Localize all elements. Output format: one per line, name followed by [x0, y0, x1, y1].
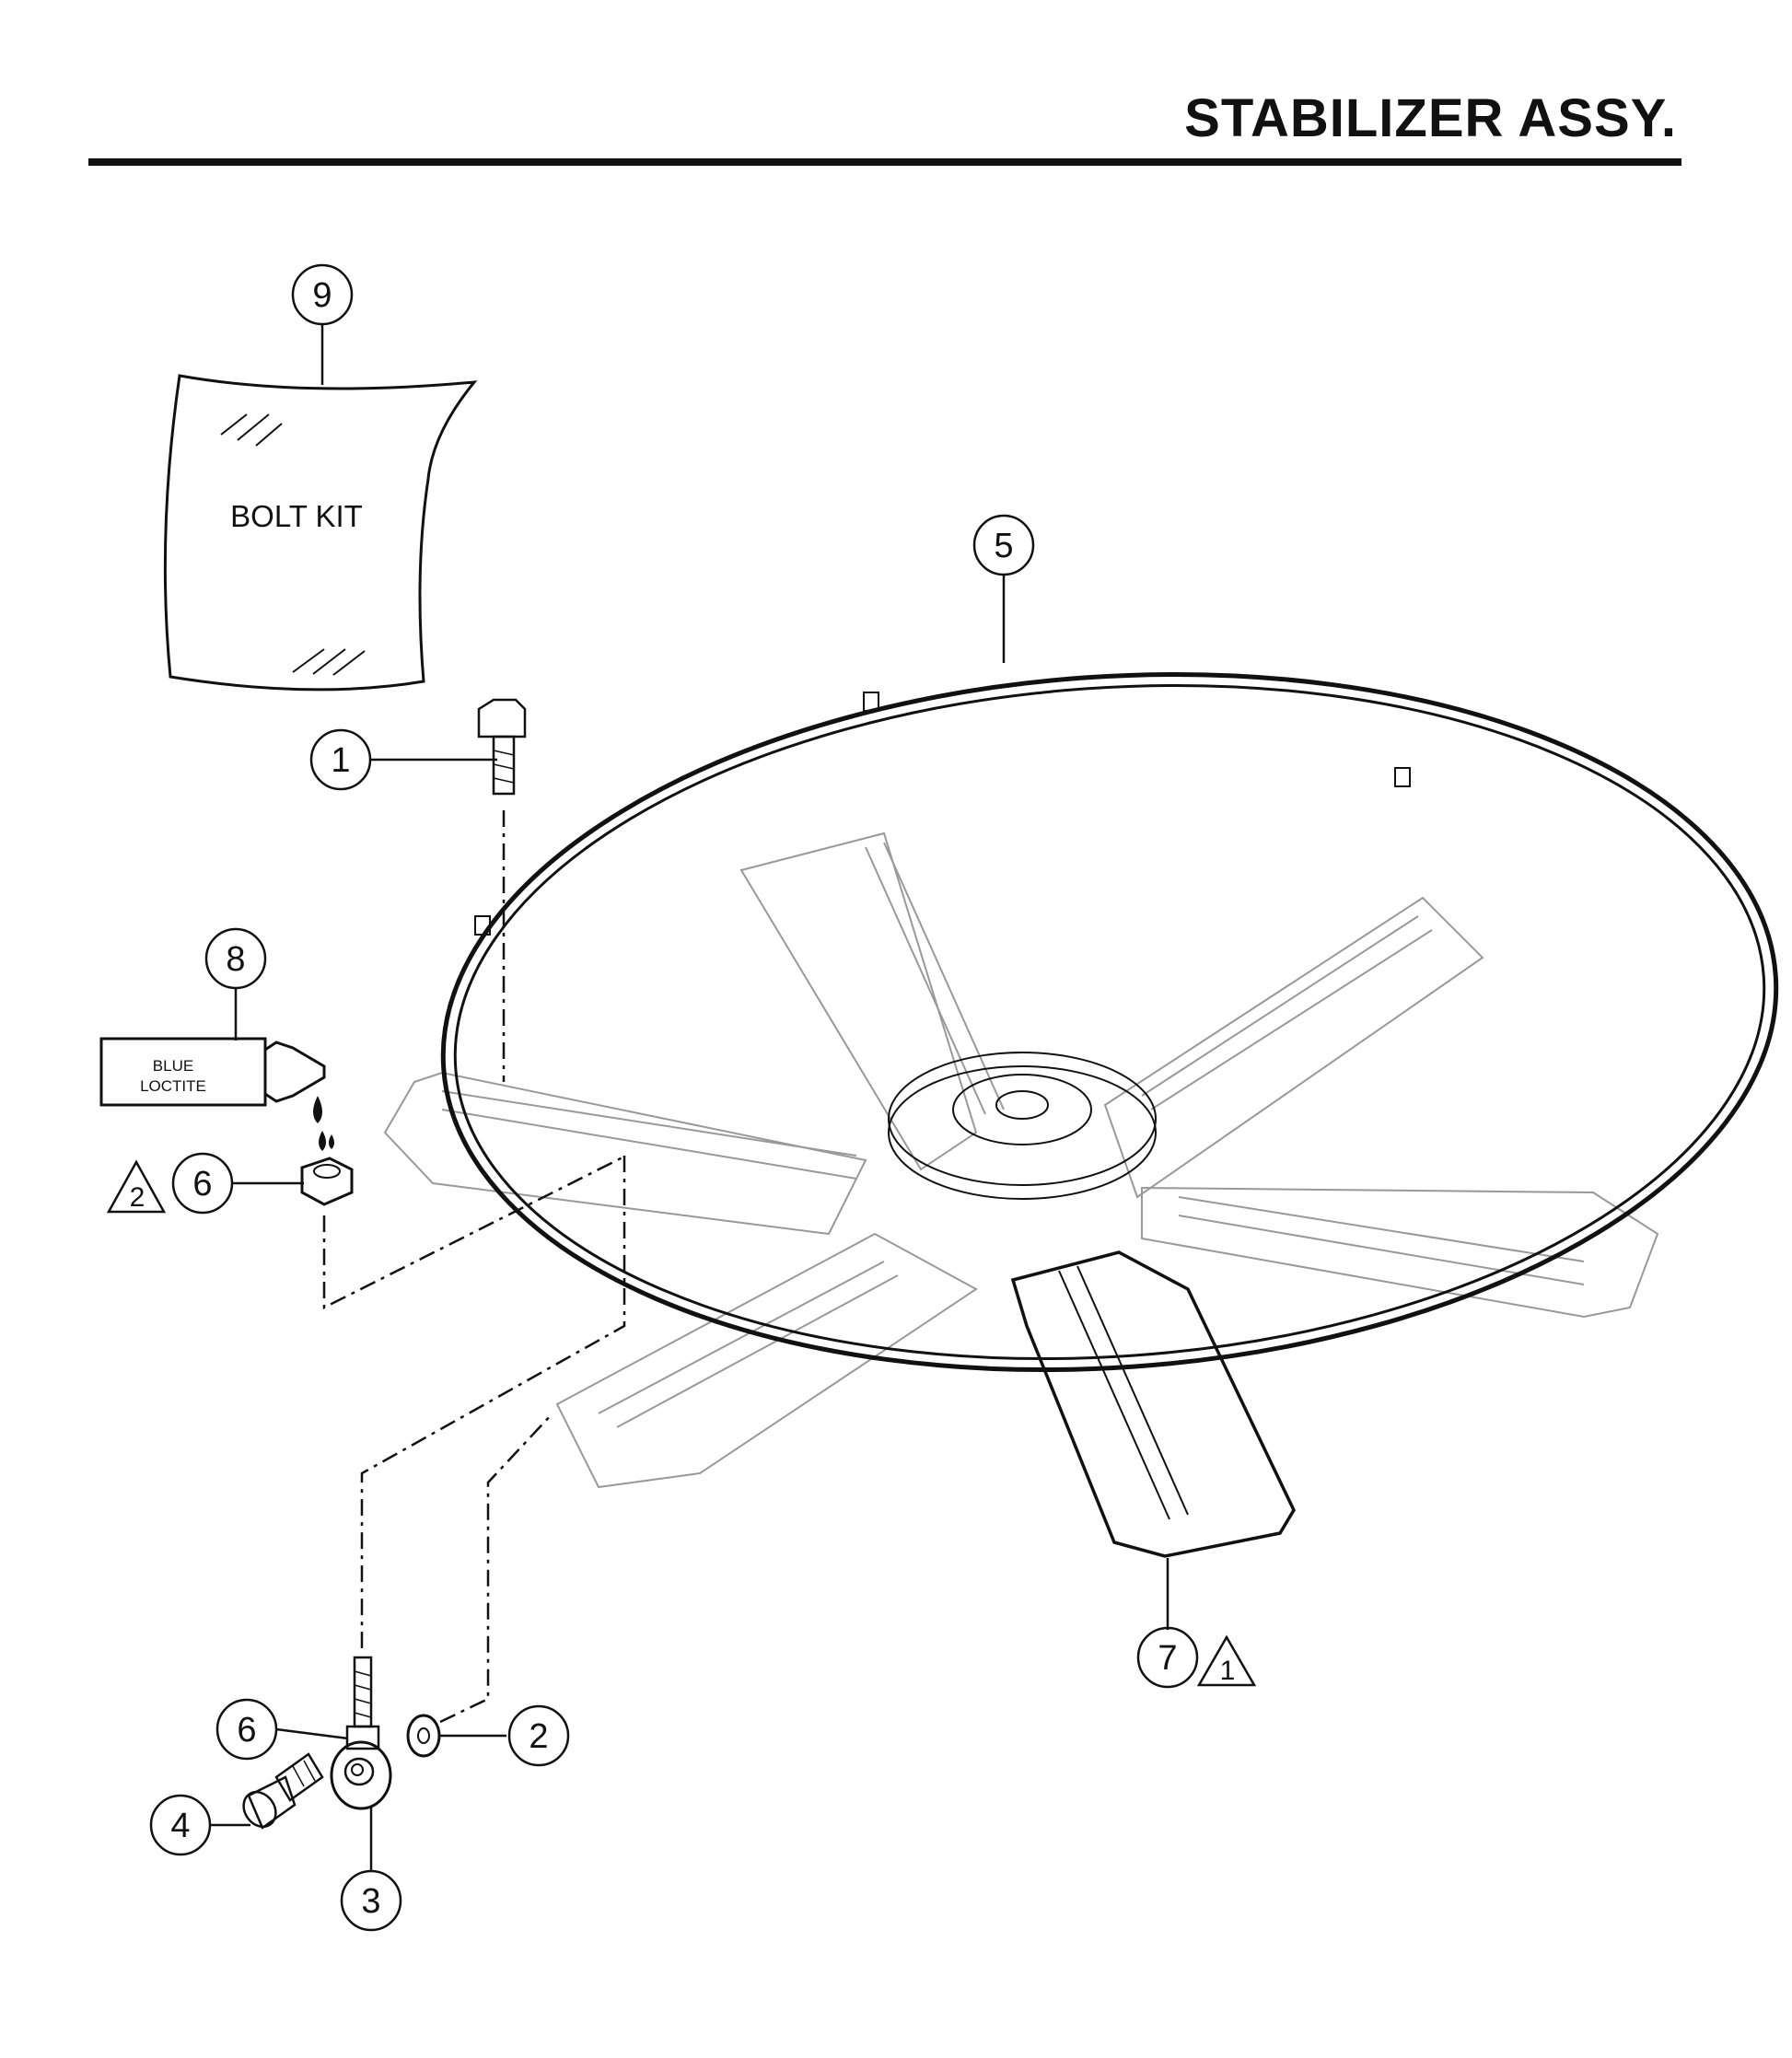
socket-head-screw	[242, 1752, 324, 1830]
washer	[406, 1714, 441, 1758]
stabilizer-blade-front-highlighted	[1010, 1250, 1296, 1558]
loctite-tube: BLUE LOCTITE	[99, 1037, 334, 1151]
bolt-kit-label: BOLT KIT	[230, 499, 363, 533]
loctite-label-line2: LOCTITE	[140, 1077, 206, 1095]
callout-6-nut: 6	[171, 1152, 234, 1215]
lock-nut	[300, 1157, 354, 1206]
callout-4-number: 4	[170, 1807, 190, 1845]
rod-end-eye	[330, 1740, 392, 1810]
callout-3-number: 3	[361, 1882, 380, 1921]
callout-2-number: 2	[529, 1717, 548, 1756]
stabilizer-blade-right	[1141, 1186, 1659, 1319]
callout-7: 7	[1136, 1626, 1199, 1689]
callout-5-number: 5	[994, 527, 1013, 565]
callout-8: 8	[204, 927, 267, 990]
warning-triangle-1: 1	[1196, 1634, 1257, 1687]
loctite-label-line1: BLUE	[153, 1057, 193, 1075]
rod-end-stud	[345, 1656, 380, 1750]
warning-1-number: 1	[1220, 1656, 1236, 1686]
callout-9: 9	[291, 263, 354, 326]
stabilizer-ring	[440, 672, 1779, 1372]
ring-studs	[474, 692, 1411, 936]
page-title: STABILIZER ASSY.	[1184, 88, 1677, 148]
title-rule	[88, 158, 1681, 166]
callout-1-number: 1	[331, 741, 350, 780]
callout-9-number: 9	[312, 276, 332, 315]
stabilizer-blade-back	[739, 831, 1005, 1171]
warning-2-number: 2	[130, 1182, 145, 1213]
bolt-kit-bag: BOLT KIT	[163, 374, 478, 692]
stabilizer-hub	[888, 1052, 1157, 1200]
callout-7-number: 7	[1158, 1639, 1177, 1678]
stabilizer-blade-left-front	[555, 1232, 978, 1489]
stabilizer-blade-right-back	[1103, 896, 1484, 1199]
callout-1: 1	[309, 728, 372, 791]
callout-6-rod-end: 6	[215, 1698, 278, 1761]
leader-lines	[210, 324, 1169, 1871]
assembly-lines	[322, 810, 627, 1724]
callout-4: 4	[149, 1794, 212, 1856]
callout-6-nut-number: 6	[192, 1165, 212, 1203]
callout-8-number: 8	[226, 940, 245, 979]
callout-3: 3	[340, 1869, 402, 1932]
callout-5: 5	[972, 514, 1035, 576]
stabilizer-blade-left	[383, 1071, 867, 1236]
callout-2: 2	[507, 1704, 570, 1767]
callout-6-rod-end-number: 6	[237, 1711, 256, 1750]
hex-bolt	[477, 698, 527, 796]
warning-triangle-2: 2	[106, 1159, 167, 1214]
